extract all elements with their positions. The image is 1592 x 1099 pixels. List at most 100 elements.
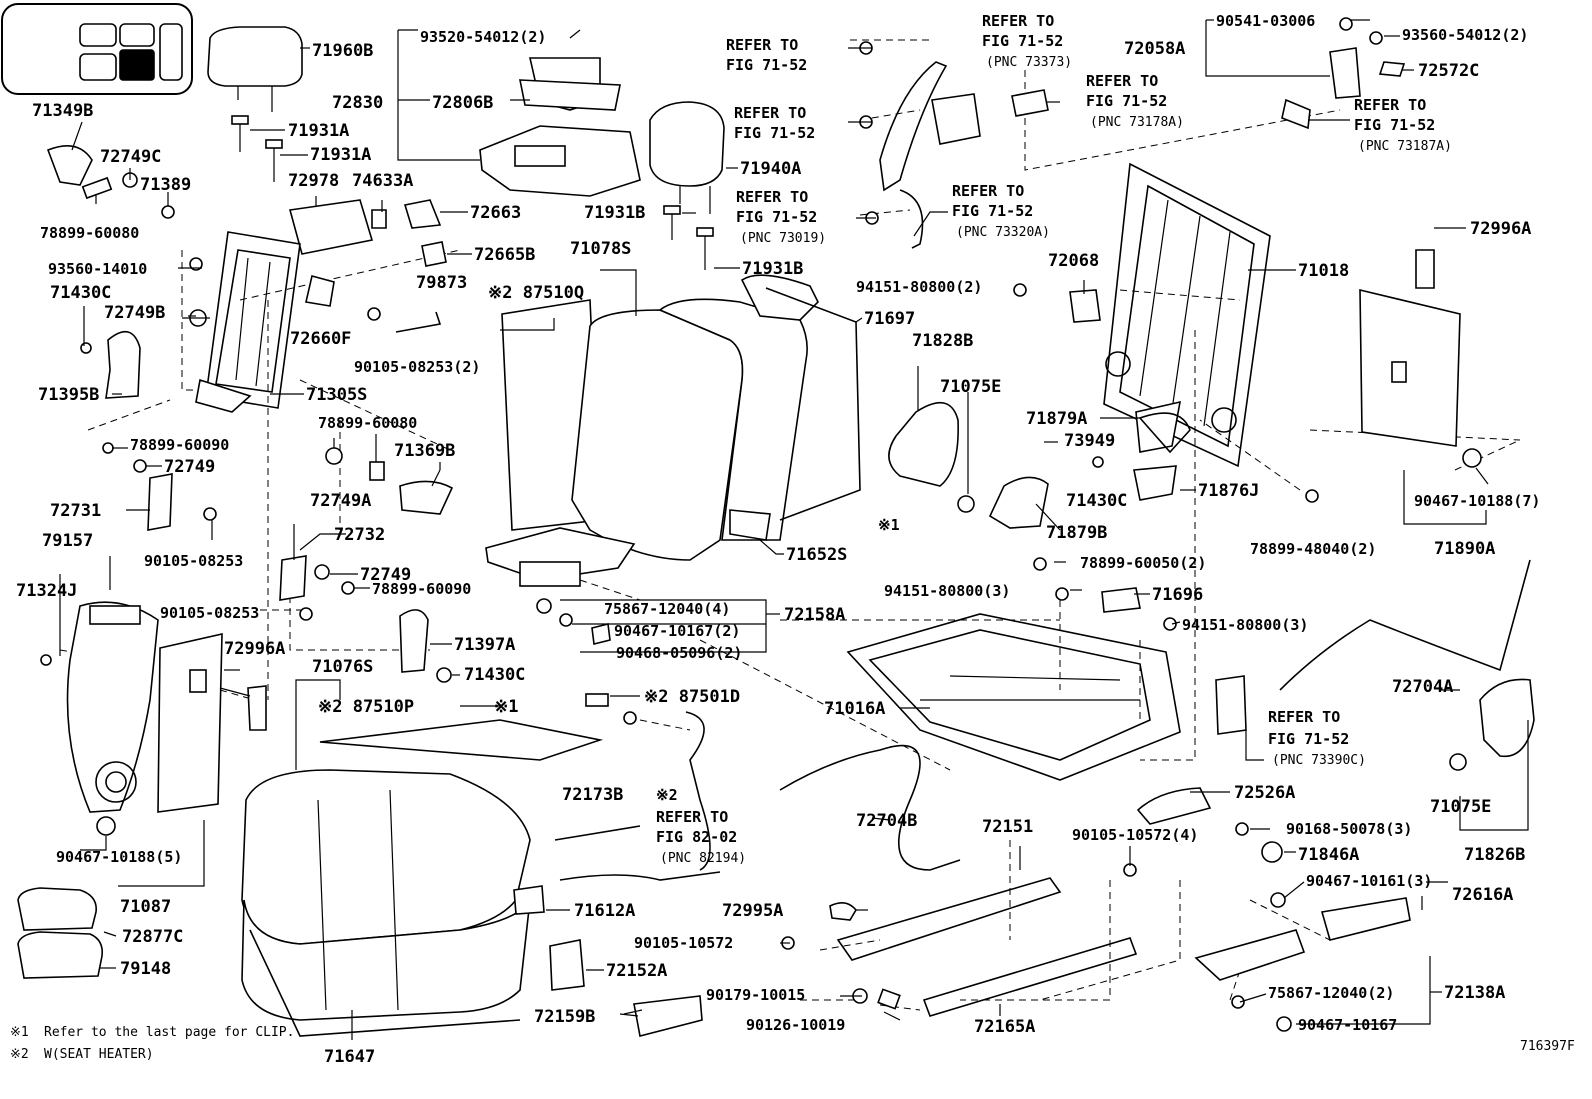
callout-label[interactable]: 78899-60080	[318, 414, 417, 432]
callout-label[interactable]: 72159B	[534, 1007, 595, 1027]
callout-label[interactable]: 71612A	[574, 901, 635, 921]
callout-label[interactable]: 72996A	[1470, 219, 1531, 239]
callout-label[interactable]: 72806B	[432, 93, 493, 113]
callout-label[interactable]: REFER TO	[1268, 708, 1340, 726]
callout-label[interactable]: 72660F	[290, 329, 351, 349]
callout-label[interactable]: 79148	[120, 959, 171, 979]
callout-label[interactable]: 71430C	[1066, 491, 1127, 511]
callout-label[interactable]: FIG 71-52	[1354, 116, 1435, 134]
callout-label[interactable]: 78899-60050(2)	[1080, 554, 1206, 572]
callout-label[interactable]: REFER TO	[656, 808, 728, 826]
callout-label[interactable]: 90105-08253	[160, 604, 259, 622]
callout-label[interactable]: 90467-10167(2)	[614, 622, 740, 640]
callout-label[interactable]: 71075E	[940, 377, 1001, 397]
callout-label[interactable]: 71828B	[912, 331, 973, 351]
callout-label[interactable]: 75867-12040(2)	[1268, 984, 1394, 1002]
callout-label[interactable]: FIG 71-52	[1086, 92, 1167, 110]
callout-label[interactable]: FIG 71-52	[726, 56, 807, 74]
callout-label[interactable]: FIG 71-52	[982, 32, 1063, 50]
callout-label[interactable]: ※1	[494, 697, 518, 717]
callout-label[interactable]: 93560-54012(2)	[1402, 26, 1528, 44]
callout-label[interactable]: 72158A	[784, 605, 845, 625]
callout-label[interactable]: (PNC 73320A)	[956, 225, 1050, 240]
callout-label[interactable]: REFER TO	[982, 12, 1054, 30]
callout-label[interactable]: 72995A	[722, 901, 783, 921]
callout-label[interactable]: 93560-14010	[48, 260, 147, 278]
callout-label[interactable]: 72830	[332, 93, 383, 113]
callout-label[interactable]: 71876J	[1198, 481, 1259, 501]
callout-label[interactable]: 93520-54012(2)	[420, 28, 546, 46]
callout-label[interactable]: 72704A	[1392, 677, 1453, 697]
callout-label[interactable]: 71846A	[1298, 845, 1359, 865]
callout-label[interactable]: 75867-12040(4)	[604, 600, 730, 618]
callout-label[interactable]: FIG 71-52	[952, 202, 1033, 220]
callout-label[interactable]: 90541-03006	[1216, 12, 1315, 30]
callout-label[interactable]: 90467-10188(5)	[56, 848, 182, 866]
callout-label[interactable]: 71078S	[570, 239, 631, 259]
callout-label[interactable]: 94151-80800(3)	[1182, 616, 1308, 634]
callout-label[interactable]: 90467-10167	[1298, 1016, 1397, 1034]
callout-label[interactable]: REFER TO	[736, 188, 808, 206]
callout-label[interactable]: 71879B	[1046, 523, 1107, 543]
callout-label[interactable]: (PNC 73373)	[986, 55, 1072, 70]
callout-label[interactable]: 71826B	[1464, 845, 1525, 865]
callout-label[interactable]: 72978	[288, 171, 339, 191]
callout-label[interactable]: 71430C	[50, 283, 111, 303]
callout-label[interactable]: 71890A	[1434, 539, 1495, 559]
callout-label[interactable]: 71879A	[1026, 409, 1087, 429]
callout-label[interactable]: REFER TO	[952, 182, 1024, 200]
callout-label[interactable]: 74633A	[352, 171, 413, 191]
callout-label[interactable]: 72749C	[100, 147, 161, 167]
callout-label[interactable]: 90467-10161(3)	[1306, 872, 1432, 890]
callout-label[interactable]: (PNC 73390C)	[1272, 753, 1366, 768]
callout-label[interactable]: 72704B	[856, 811, 917, 831]
callout-label[interactable]: 72058A	[1124, 39, 1185, 59]
callout-label[interactable]: 73949	[1064, 431, 1115, 451]
callout-label[interactable]: 72731	[50, 501, 101, 521]
callout-label[interactable]: 90105-10572	[634, 934, 733, 952]
callout-label[interactable]: 71931A	[310, 145, 371, 165]
callout-label[interactable]: REFER TO	[734, 104, 806, 122]
callout-label[interactable]: 71940A	[740, 159, 801, 179]
callout-label[interactable]: 78899-60080	[40, 224, 139, 242]
callout-label[interactable]: 71369B	[394, 441, 455, 461]
callout-label[interactable]: 71697	[864, 309, 915, 329]
callout-label[interactable]: 71016A	[824, 699, 885, 719]
callout-label[interactable]: 90179-10015	[706, 986, 805, 1004]
callout-label[interactable]: FIG 82-02	[656, 828, 737, 846]
callout-label[interactable]: 72151	[982, 817, 1033, 837]
callout-label[interactable]: 90105-08253(2)	[354, 358, 480, 376]
callout-label[interactable]: 72173B	[562, 785, 623, 805]
callout-label[interactable]: 71647	[324, 1047, 375, 1067]
callout-label[interactable]: ※2	[656, 786, 678, 804]
callout-label[interactable]: 72138A	[1444, 983, 1505, 1003]
callout-label[interactable]: (PNC 73178A)	[1090, 115, 1184, 130]
callout-label[interactable]: 72616A	[1452, 885, 1513, 905]
callout-label[interactable]: FIG 71-52	[734, 124, 815, 142]
callout-label[interactable]: 94151-80800(2)	[856, 278, 982, 296]
callout-label[interactable]: 72749	[164, 457, 215, 477]
callout-label[interactable]: 72996A	[224, 639, 285, 659]
callout-label[interactable]: ※2 87501D	[644, 687, 740, 707]
callout-label[interactable]: 72749B	[104, 303, 165, 323]
callout-label[interactable]: 90468-05096(2)	[616, 644, 742, 662]
callout-label[interactable]: 94151-80800(3)	[884, 582, 1010, 600]
callout-label[interactable]: 90105-08253	[144, 552, 243, 570]
callout-label[interactable]: (PNC 82194)	[660, 851, 746, 866]
callout-label[interactable]: 71397A	[454, 635, 515, 655]
callout-label[interactable]: 72749A	[310, 491, 371, 511]
callout-label[interactable]: 71430C	[464, 665, 525, 685]
callout-label[interactable]: 90467-10188(7)	[1414, 492, 1540, 510]
callout-label[interactable]: 71389	[140, 175, 191, 195]
callout-label[interactable]: ※2 87510P	[318, 697, 414, 717]
callout-label[interactable]: 71960B	[312, 41, 373, 61]
callout-label[interactable]: 71076S	[312, 657, 373, 677]
callout-label[interactable]: REFER TO	[726, 36, 798, 54]
callout-label[interactable]: 72165A	[974, 1017, 1035, 1037]
callout-label[interactable]: 79157	[42, 531, 93, 551]
callout-label[interactable]: 72877C	[122, 927, 183, 947]
seat-position-thumbnail[interactable]	[1, 3, 193, 95]
callout-label[interactable]: 71324J	[16, 581, 77, 601]
callout-label[interactable]: 90126-10019	[746, 1016, 845, 1034]
callout-label[interactable]: REFER TO	[1086, 72, 1158, 90]
